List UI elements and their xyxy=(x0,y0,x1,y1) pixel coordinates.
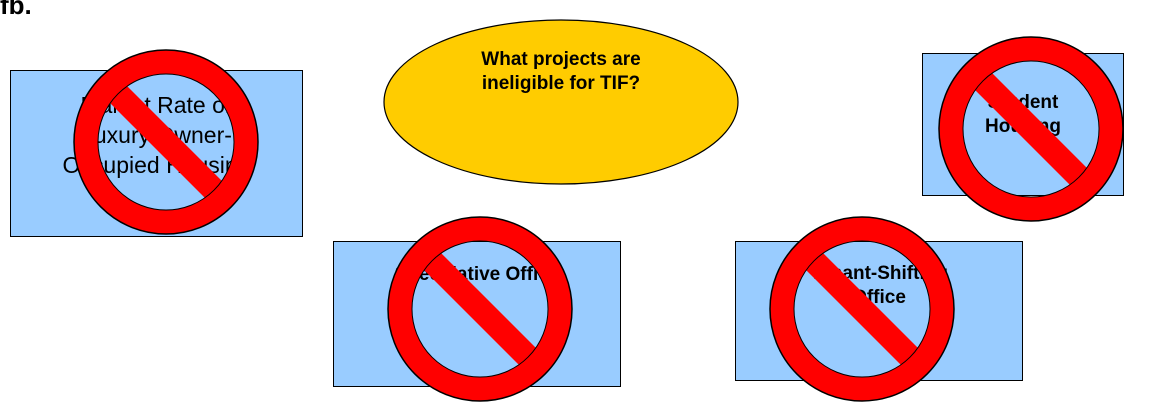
question-text: What projects are ineligible for TIF? xyxy=(481,49,641,94)
question-ellipse xyxy=(383,19,739,185)
corner-label: fb. xyxy=(0,0,32,20)
